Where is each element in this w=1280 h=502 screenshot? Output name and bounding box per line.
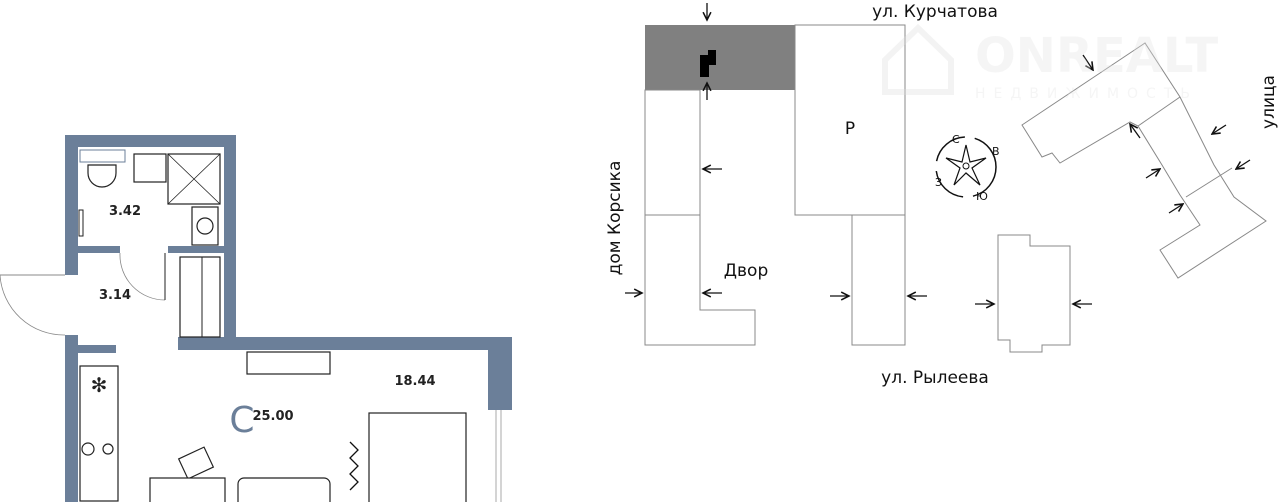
bed-icon (368, 412, 467, 502)
compass-rose: С В Ю З (935, 133, 1000, 203)
compass-north: С (952, 133, 960, 146)
watermark-house-icon (882, 23, 954, 95)
kitchen-counter (79, 365, 119, 502)
studio-marker: C (229, 400, 254, 441)
compass-star-icon (945, 144, 987, 186)
left-building-label: дом Корсика (605, 161, 625, 276)
sink-icon (133, 153, 167, 183)
entrance-door[interactable] (0, 274, 66, 336)
fixtures: ✻ (0, 153, 502, 502)
entrance-arrows (625, 3, 1251, 304)
courtyard-label: Двор (724, 261, 769, 281)
walls (65, 135, 512, 502)
building-outlines (644, 24, 1267, 353)
sofa-icon (237, 477, 331, 502)
toilet-icon (87, 164, 117, 188)
parking-label: Р (845, 119, 855, 139)
studio-area: 25.00 (252, 409, 293, 424)
parking-block[interactable] (794, 24, 906, 216)
street-bottom-label: ул. Рылеева (881, 368, 989, 388)
bathroom-area: 3.42 (109, 204, 141, 219)
stove-icon (81, 442, 95, 456)
plant-icon (349, 441, 359, 491)
apartment-marker (700, 50, 716, 77)
street-right-label: улица (1259, 75, 1279, 129)
watermark-subtitle: НЕДВИЖИМОСТЬ (975, 86, 1198, 102)
room-area: 18.44 (394, 374, 435, 389)
chair-icon (177, 446, 215, 480)
watermark-brand: ONREALT (975, 28, 1219, 84)
tv-stand-icon (246, 351, 331, 375)
table-icon (149, 477, 226, 502)
selected-building-section[interactable] (645, 25, 795, 90)
watermark: ONREALT НЕДВИЖИМОСТЬ (882, 23, 1219, 102)
floor-plan: ✻ 3.42 3.14 18.44 C 25.00 (0, 135, 512, 502)
wardrobe-icon (179, 256, 221, 338)
compass-east: В (992, 145, 1000, 158)
street-top-label: ул. Курчатова (872, 2, 998, 22)
bathroom-door[interactable] (119, 252, 166, 301)
hallway-area: 3.14 (99, 288, 131, 303)
compass-west: З (935, 176, 942, 189)
freezer-icon: ✻ (91, 373, 108, 397)
compass-south: Ю (976, 190, 988, 203)
site-plan: ул. Курчатова ул. Рылеева улица дом Корс… (605, 2, 1279, 388)
